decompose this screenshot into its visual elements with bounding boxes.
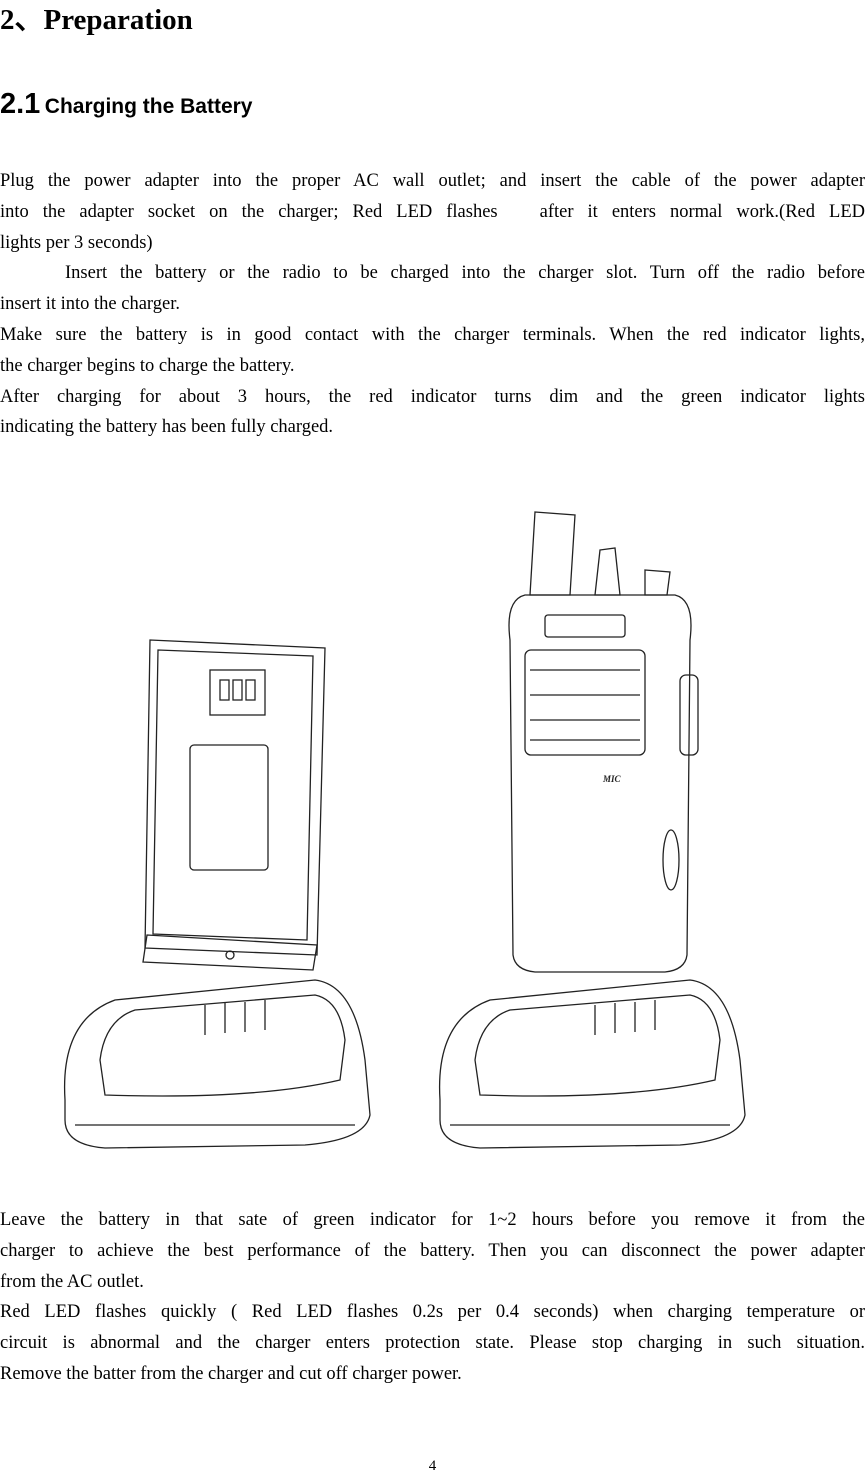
charger-drawing-right (438, 979, 746, 1149)
text-line: indicating the battery has been fully ch… (0, 417, 334, 438)
text-line: lights per 3 seconds) (0, 232, 153, 253)
section-number: 2.1 (0, 88, 41, 120)
text-line: insert it into the charger. (0, 294, 180, 315)
charger-drawing-left (63, 979, 371, 1149)
charging-instructions: Plug the power adapter into the proper A… (0, 166, 865, 443)
page-number: 4 (428, 1458, 437, 1474)
text-line: into the adapter socket on the charger; … (0, 201, 865, 222)
text-line: Plug the power adapter into the proper A… (0, 171, 865, 191)
post-charging-notes: Leave the battery in that sate of green … (0, 1205, 865, 1390)
text-line: Remove the batter from the charger and c… (0, 1363, 462, 1384)
text-line: Red LED flashes quickly ( Red LED flashe… (0, 1302, 865, 1323)
chapter-heading: 2、Preparation (0, 4, 193, 36)
radio-drawing (508, 511, 699, 973)
text-line: Make sure the battery is in good contact… (0, 324, 865, 345)
charger-illustration: MIC (63, 511, 746, 1149)
text-line: Insert the battery or the radio to be ch… (65, 263, 865, 284)
text-line: charger to achieve the best performance … (0, 1240, 865, 1261)
battery-drawing (142, 639, 326, 971)
text-line: After charging for about 3 hours, the re… (0, 386, 865, 407)
text-line: from the AC outlet. (0, 1271, 144, 1292)
text-line: circuit is abnormal and the charger ente… (0, 1333, 865, 1354)
text-line: the charger begins to charge the battery… (0, 355, 295, 376)
section-title: Charging the Battery (44, 95, 253, 118)
radio-logo: MIC (602, 774, 622, 784)
section-heading: 2.1 Charging the Battery (0, 88, 252, 121)
text-line: Leave the battery in that sate of green … (0, 1210, 865, 1230)
